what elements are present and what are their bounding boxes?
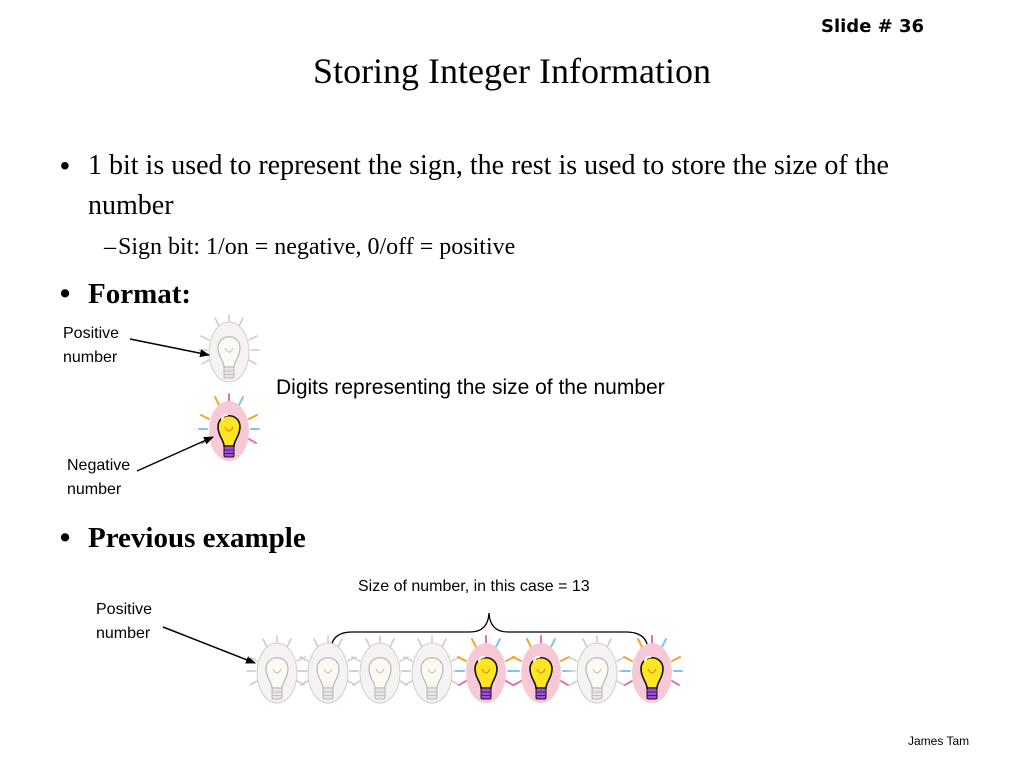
example-positive-label: Positive number [96,598,152,646]
light-bulb-on-icon [198,393,260,462]
label-line: number [63,349,118,366]
negative-arrow [136,436,214,472]
slide-title: Storing Integer Information [313,51,711,91]
light-bulb-off-icon [198,314,260,383]
example-caption: Size of number, in this case = 13 [358,578,590,595]
light-bulb-on-icon [510,635,572,704]
light-bulb-on-icon [621,635,683,704]
bullet-text: Format: [88,278,192,310]
label-line: number [67,481,122,498]
label-line: Negative [67,457,131,474]
light-bulb-off-icon [401,635,463,704]
footer-author: James Tam [908,734,970,748]
sub-bullet-sign: –Sign bit: 1/on = negative, 0/off = posi… [104,234,515,261]
bullet-previous-example: • Previous example [60,522,306,555]
light-bulb-off-icon [246,635,308,704]
sub-bullet-text: Sign bit: 1/on = negative, 0/off = posit… [118,234,516,260]
size-brace [330,612,649,652]
bullet-dot: • [60,278,71,310]
example-positive-arrow [162,626,256,664]
bullet-dot: • [60,522,71,554]
bullet-text: Previous example [88,522,306,554]
example-bit-row [246,635,683,704]
bullet-format: • Format: [60,278,191,311]
positive-arrow [129,338,210,358]
format-positive-label: Positive number [63,322,119,370]
bullet-sign-bit: • 1 bit is used to represent the sign, t… [60,146,940,226]
label-line: number [96,625,151,642]
label-line: Positive [96,601,153,618]
sub-bullet-dash: – [104,234,116,260]
light-bulb-off-icon [566,635,628,704]
digits-description: Digits representing the size of the numb… [276,376,665,399]
slide-number: Slide # 36 [821,16,925,37]
light-bulb-off-icon [297,635,359,704]
light-bulb-off-icon [349,635,411,704]
bullet-text: 1 bit is used to represent the sign, the… [88,150,889,221]
light-bulb-on-icon [455,635,517,704]
format-negative-label: Negative number [67,454,130,502]
bullet-dot: • [60,150,70,181]
label-line: Positive [63,325,120,342]
